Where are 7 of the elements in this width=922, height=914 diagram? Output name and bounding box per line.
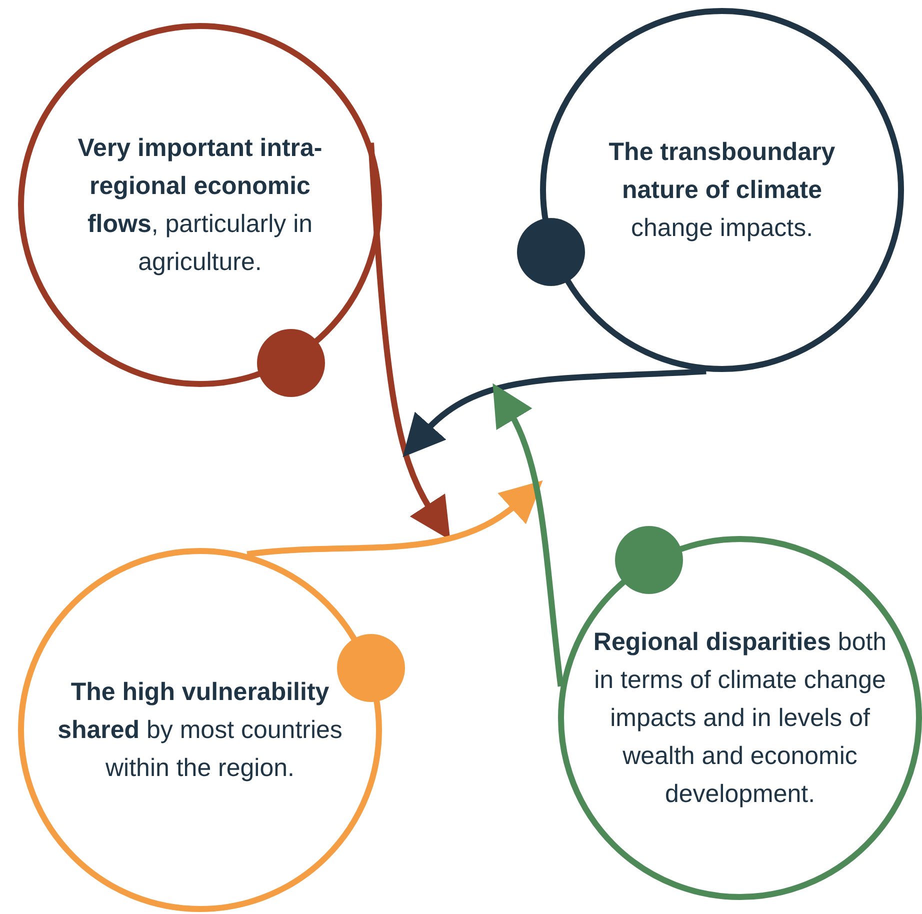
description-text: The high vulnerability shared by most countries within the region.	[56, 677, 344, 784]
curved-arrow	[246, 482, 544, 558]
curved-arrow	[494, 382, 564, 687]
description-text: The transboundary nature of climate change impacts.	[608, 137, 836, 244]
curved-arrow	[401, 368, 706, 456]
description-text: Regional disparities both in terms of climate change impacts and in levels of wealth and economic development.	[592, 627, 888, 810]
description-text: Very important intra-regional economic flows, particularly in agriculture.	[76, 133, 324, 278]
